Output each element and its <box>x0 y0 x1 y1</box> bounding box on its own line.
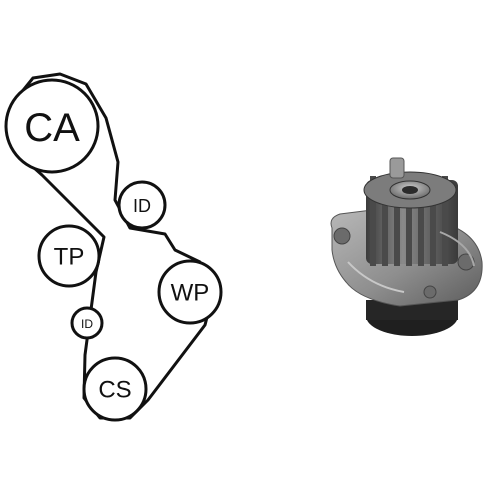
pulley-id-upper-label: ID <box>133 196 151 216</box>
pulley-cs: CS <box>82 356 148 422</box>
bolt-hole-bottom <box>423 285 437 299</box>
pulley-tp-label: TP <box>54 244 85 271</box>
pulley-ca: CA <box>4 78 100 174</box>
pulley-wp-label: WP <box>171 280 210 307</box>
pulley-id-lower-label: ID <box>81 317 93 331</box>
belt-routing-diagram <box>10 72 214 420</box>
water-pump-photo <box>330 157 483 336</box>
pulley-id-upper: ID <box>117 180 167 230</box>
timing-belt <box>10 72 214 420</box>
pulley-wp: WP <box>157 259 223 325</box>
pump-spigot <box>389 157 405 179</box>
bolt-hole-left <box>333 227 351 245</box>
pulley-cs-label: CS <box>98 377 131 404</box>
gear-teeth <box>370 176 448 266</box>
pulley-id-lower: ID <box>70 306 104 340</box>
pulley-ca-label: CA <box>24 106 80 150</box>
pulley-tp: TP <box>37 224 101 288</box>
